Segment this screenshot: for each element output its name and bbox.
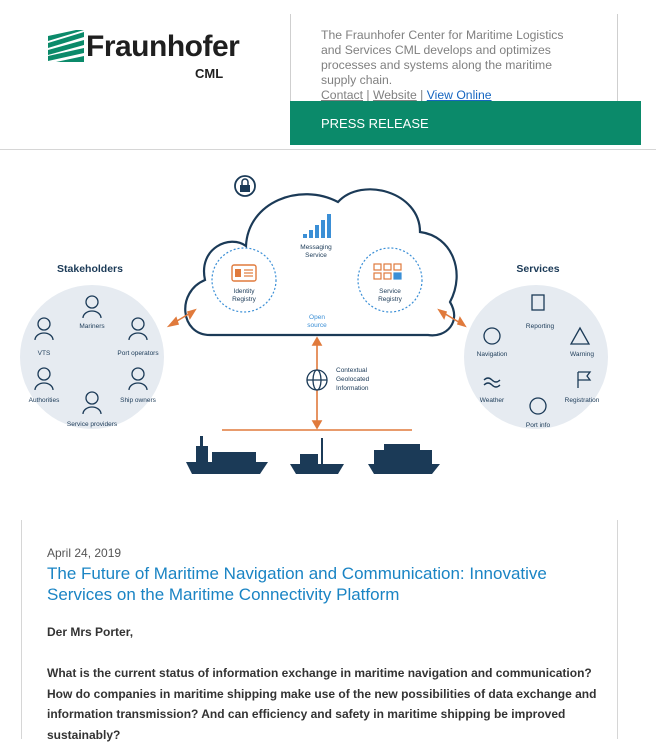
fraunhofer-logo[interactable]: Fraunhofer CML [48,26,248,86]
article-section: April 24, 2019 The Future of Maritime Na… [21,520,618,742]
fraunhofer-logo-icon [48,30,84,62]
stakeholder-icons [34,295,148,415]
contextual-label-2: Geolocated [336,376,370,383]
lead-paragraph: What is the current status of informatio… [47,666,597,742]
globe-icon [306,369,328,391]
cargo-ship-icon [186,436,268,474]
service-label-1: Service [379,288,401,295]
view-online-link[interactable]: View Online [426,88,492,102]
services-title: Services [516,263,559,275]
stakeholder-port-operators: Port operators [117,350,159,357]
messaging-label-2: Service [305,252,327,259]
identity-registry-ring [211,247,277,313]
stakeholder-authorities: Authorities [29,397,60,404]
ferry-ship-icon [368,444,440,474]
website-link[interactable]: Website [372,88,417,102]
service-warning: Warning [570,351,594,358]
press-release-banner: PRESS RELEASE [290,101,641,145]
service-reporting: Reporting [526,323,555,330]
messaging-label-1: Messaging [300,244,332,251]
diagram-svg: Messaging Service Identity Registry Serv… [20,175,608,474]
contextual-label-1: Contextual [336,367,368,374]
stakeholder-ship-owners: Ship owners [120,397,157,404]
identity-label-2: Registry [232,296,257,303]
email-header: Fraunhofer CML The Fraunhofer Center for… [0,0,656,150]
maritime-connectivity-diagram: Messaging Service Identity Registry Serv… [0,152,656,500]
stakeholder-service-providers: Service providers [67,421,118,428]
service-grid-icon [373,263,402,280]
lock-icon [234,175,256,197]
press-release-label: PRESS RELEASE [321,116,429,131]
article-date: April 24, 2019 [47,546,122,560]
contact-link[interactable]: Contact [321,88,364,102]
link-separator: | [366,88,370,102]
identity-card-icon [231,264,257,282]
arrow-right [437,308,467,328]
logo-subtext: CML [195,66,224,81]
stakeholder-vts: VTS [38,350,51,357]
cloud-shape [184,188,458,337]
open-source-label-1: Open [309,314,325,321]
stakeholder-mariners: Mariners [79,323,105,330]
identity-label-1: Identity [234,288,256,295]
logo-text: Fraunhofer [86,30,240,63]
open-source-label-2: source [307,322,327,329]
service-registry-ring [357,247,423,313]
signal-bars-icon [303,214,331,238]
header-links: Contact | Website | View Online [321,88,492,102]
stakeholders-circle [20,285,164,429]
article-title[interactable]: The Future of Maritime Navigation and Co… [47,564,547,604]
service-label-2: Registry [378,296,403,303]
header-info-box: The Fraunhofer Center for Maritime Logis… [290,14,618,103]
service-weather: Weather [480,397,505,404]
description-text: The Fraunhofer Center for Maritime Logis… [321,28,564,87]
service-icons [483,294,592,415]
services-circle [464,285,608,429]
header-divider [0,149,656,150]
arrow-left [166,308,197,328]
greeting: Der Mrs Porter, [47,625,134,639]
service-navigation: Navigation [477,351,508,358]
contextual-label-3: Information [336,385,369,392]
link-separator: | [420,88,424,102]
fishing-boat-icon [290,438,344,474]
header-description: The Fraunhofer Center for Maritime Logis… [321,28,579,103]
service-registration: Registration [565,397,600,404]
service-port-info: Port info [526,422,551,429]
stakeholders-title: Stakeholders [57,263,123,275]
